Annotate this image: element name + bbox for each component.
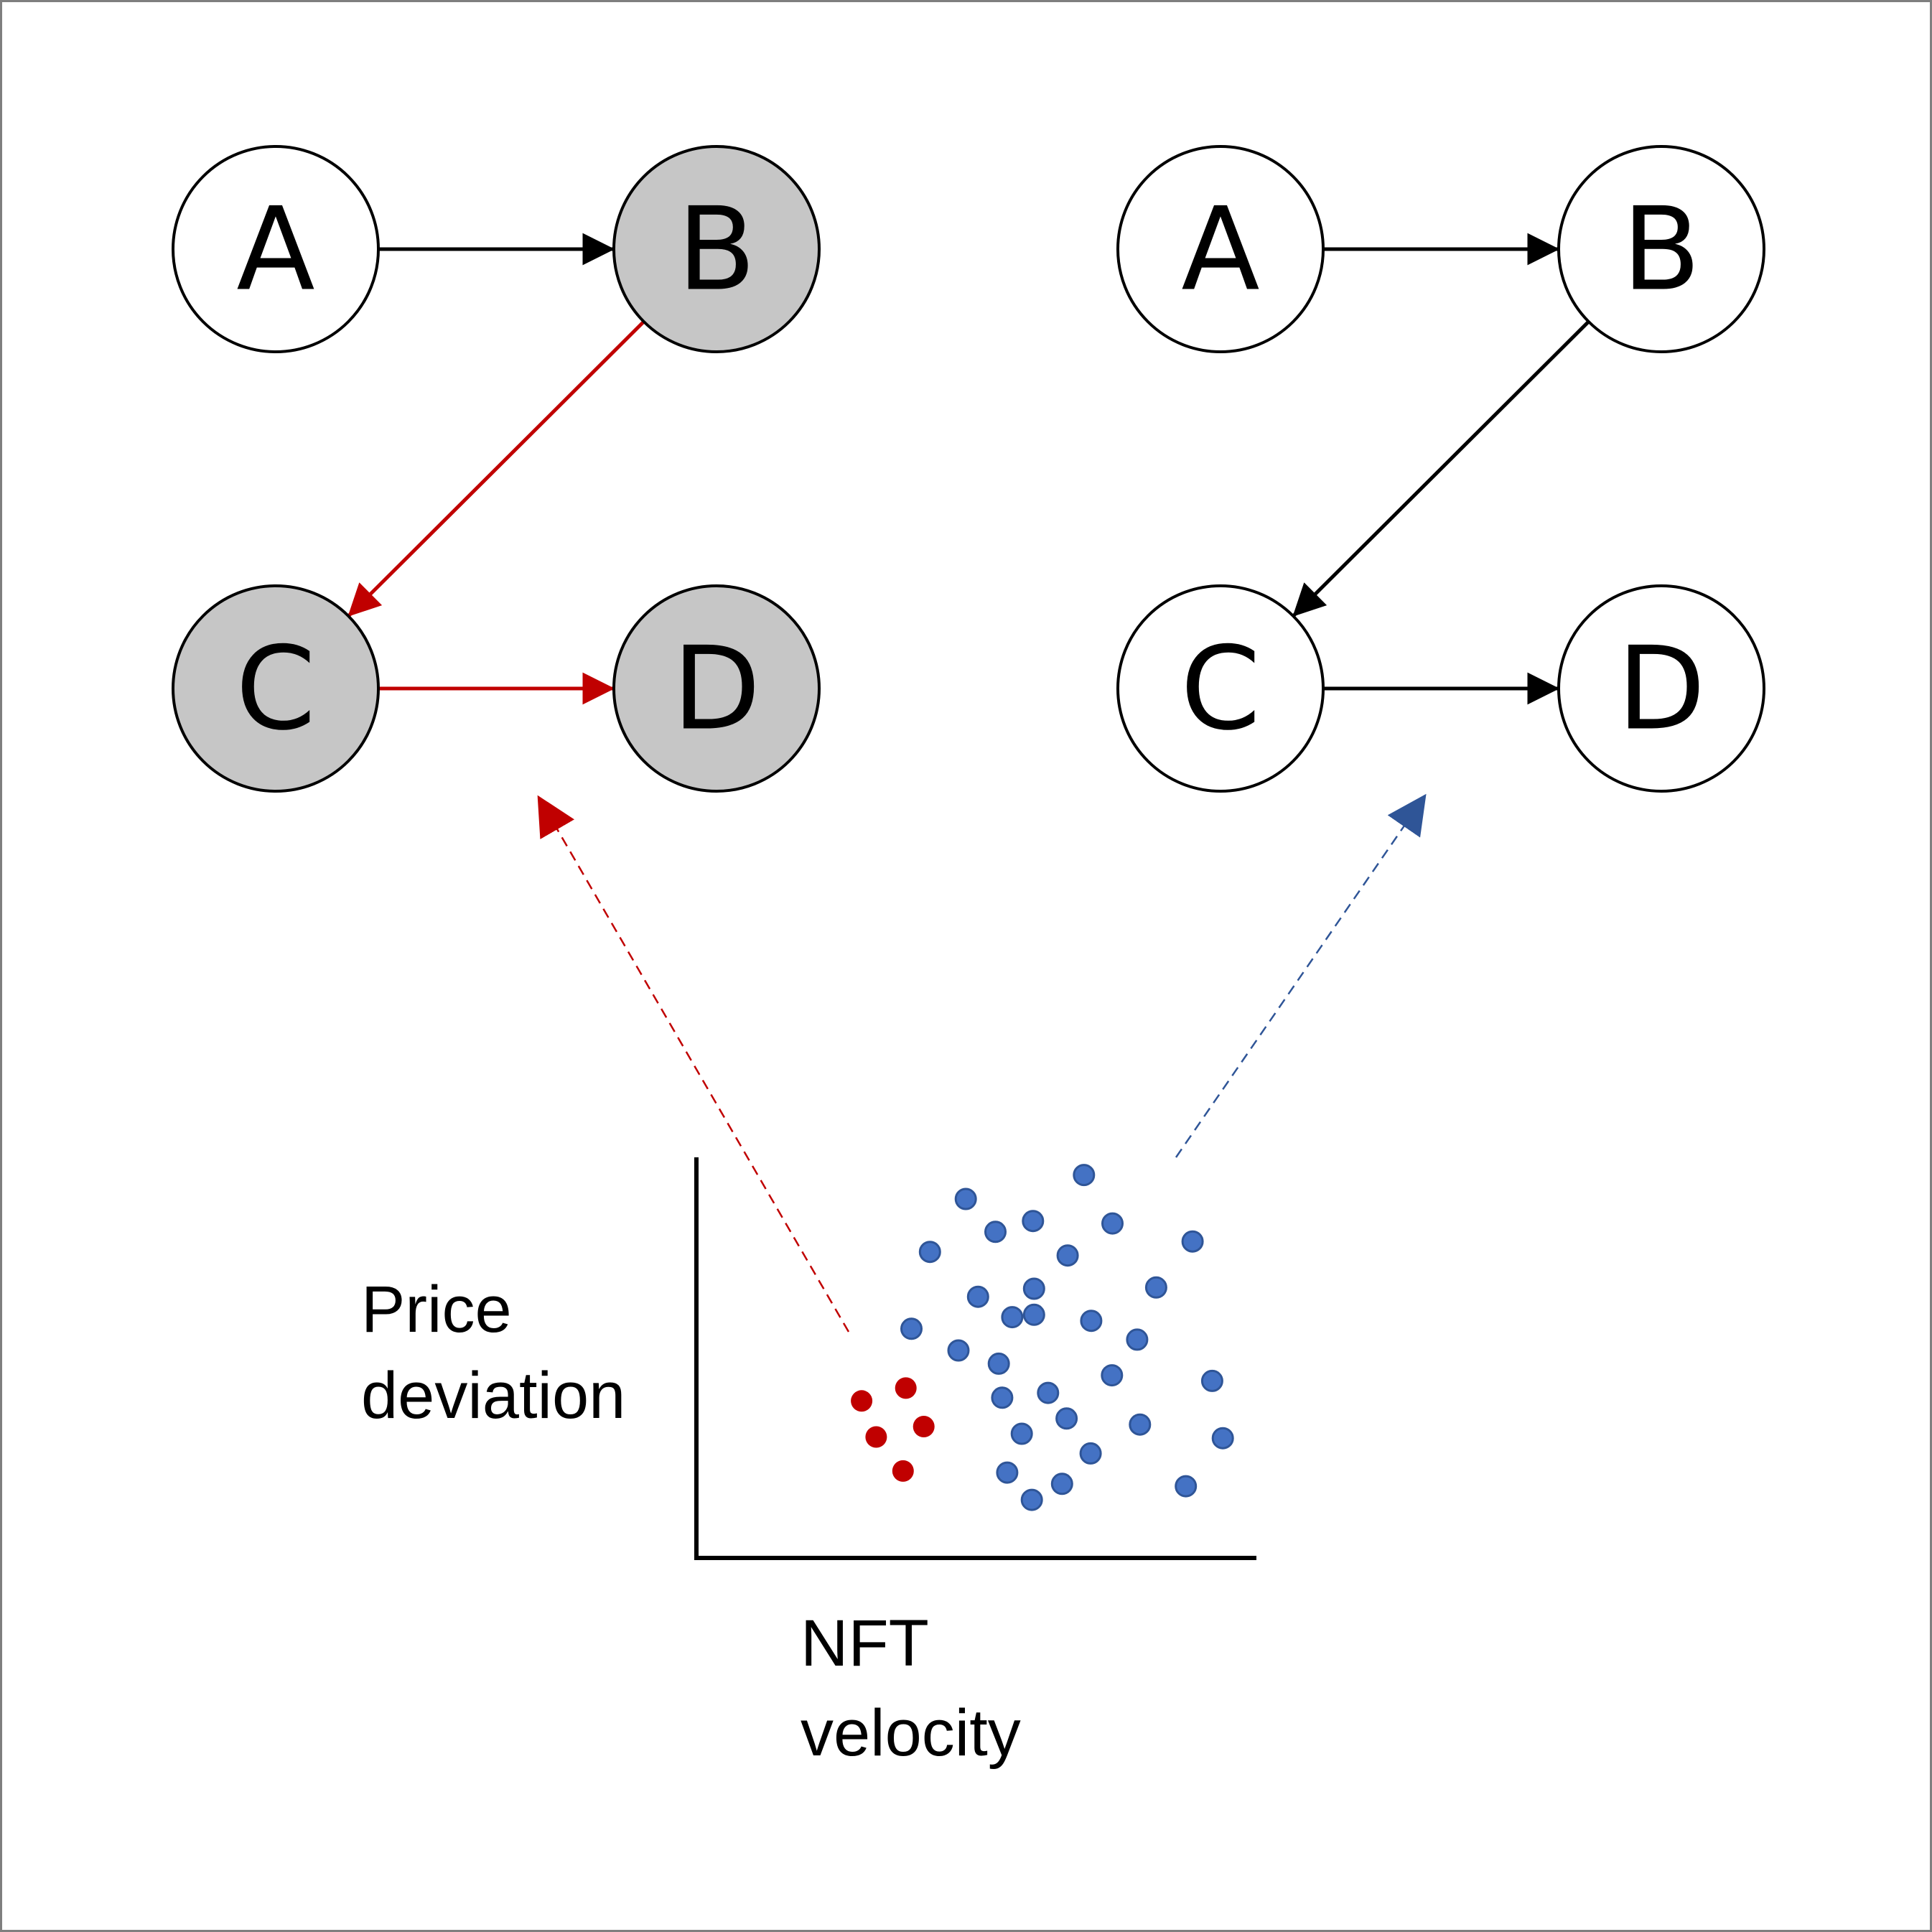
normal-point (900, 1317, 923, 1340)
node-label: A (236, 182, 314, 317)
node-c: C (172, 584, 380, 793)
normal-point (1181, 1230, 1204, 1253)
node-circle (172, 145, 380, 353)
anomaly-point (895, 1377, 917, 1399)
causal-graph-right: A B C D (1116, 145, 1765, 793)
normal-point (1101, 1212, 1124, 1235)
normal-point (1101, 1364, 1124, 1387)
node-label: A (1181, 182, 1259, 317)
normal-to-graph-link (1175, 793, 1427, 1158)
node-d: D (612, 584, 821, 793)
normal-point (1020, 1488, 1043, 1511)
node-label: C (1180, 622, 1261, 756)
x-axis-label-line-1: NFT (801, 1607, 928, 1680)
y-axis-label: Price deviation (361, 1273, 625, 1432)
anomaly-point (892, 1460, 914, 1482)
anomaly-to-graph-link (537, 795, 850, 1333)
normal-point (1022, 1277, 1045, 1300)
anomaly-point (913, 1416, 935, 1437)
node-d: D (1557, 584, 1765, 793)
normal-point (947, 1339, 970, 1362)
node-a: A (1116, 145, 1325, 353)
node-label: D (672, 622, 760, 756)
anomaly-point (851, 1390, 873, 1412)
normal-point (1001, 1306, 1024, 1329)
normal-point (1079, 1442, 1102, 1465)
node-label: B (1622, 182, 1701, 317)
scatter-plot: Price deviation NFT velocity (361, 1157, 1256, 1770)
normal-point (996, 1461, 1019, 1484)
node-circle (612, 145, 821, 353)
normal-point (984, 1221, 1007, 1243)
node-circle (612, 584, 821, 793)
node-b: B (612, 145, 821, 353)
normal-point (1010, 1422, 1033, 1445)
normal-point (1037, 1381, 1060, 1404)
normal-point (1050, 1473, 1073, 1495)
normal-point (1126, 1328, 1149, 1351)
edge-b-c (1292, 320, 1590, 617)
normal-point (1022, 1303, 1045, 1326)
node-label: B (677, 182, 756, 317)
normal-point (1022, 1210, 1045, 1233)
normal-point (1056, 1244, 1079, 1267)
anomaly-point (865, 1426, 887, 1448)
node-circle (172, 584, 380, 793)
normal-point (1211, 1427, 1234, 1450)
x-axis-label: NFT velocity (801, 1607, 1021, 1770)
node-c: C (1116, 584, 1325, 793)
node-circle (1557, 584, 1765, 793)
normal-point (991, 1386, 1014, 1409)
y-axis-label-line-2: deviation (361, 1359, 625, 1432)
normal-point (1144, 1276, 1167, 1299)
node-label: C (235, 622, 316, 756)
y-axis-label-line-1: Price (361, 1273, 512, 1346)
normal-point (1073, 1164, 1096, 1187)
scatter-points (851, 1164, 1234, 1511)
normal-point (1080, 1310, 1103, 1333)
x-axis-label-line-2: velocity (801, 1697, 1021, 1770)
normal-point (954, 1187, 977, 1210)
node-b: B (1557, 145, 1765, 353)
normal-point (966, 1285, 989, 1308)
causal-graphs: A B C D A B C D (172, 145, 1765, 793)
node-circle (1116, 584, 1325, 793)
node-a: A (172, 145, 380, 353)
edge-b-c (347, 320, 645, 617)
node-label: D (1617, 622, 1705, 756)
node-circle (1557, 145, 1765, 353)
normal-point (1200, 1369, 1223, 1392)
normal-point (1175, 1475, 1198, 1498)
normal-point (987, 1352, 1010, 1375)
normal-point (1129, 1413, 1152, 1436)
causal-graph-left: A B C D (172, 145, 821, 793)
normal-point (1055, 1407, 1078, 1430)
normal-point (918, 1241, 941, 1264)
node-circle (1116, 145, 1325, 353)
